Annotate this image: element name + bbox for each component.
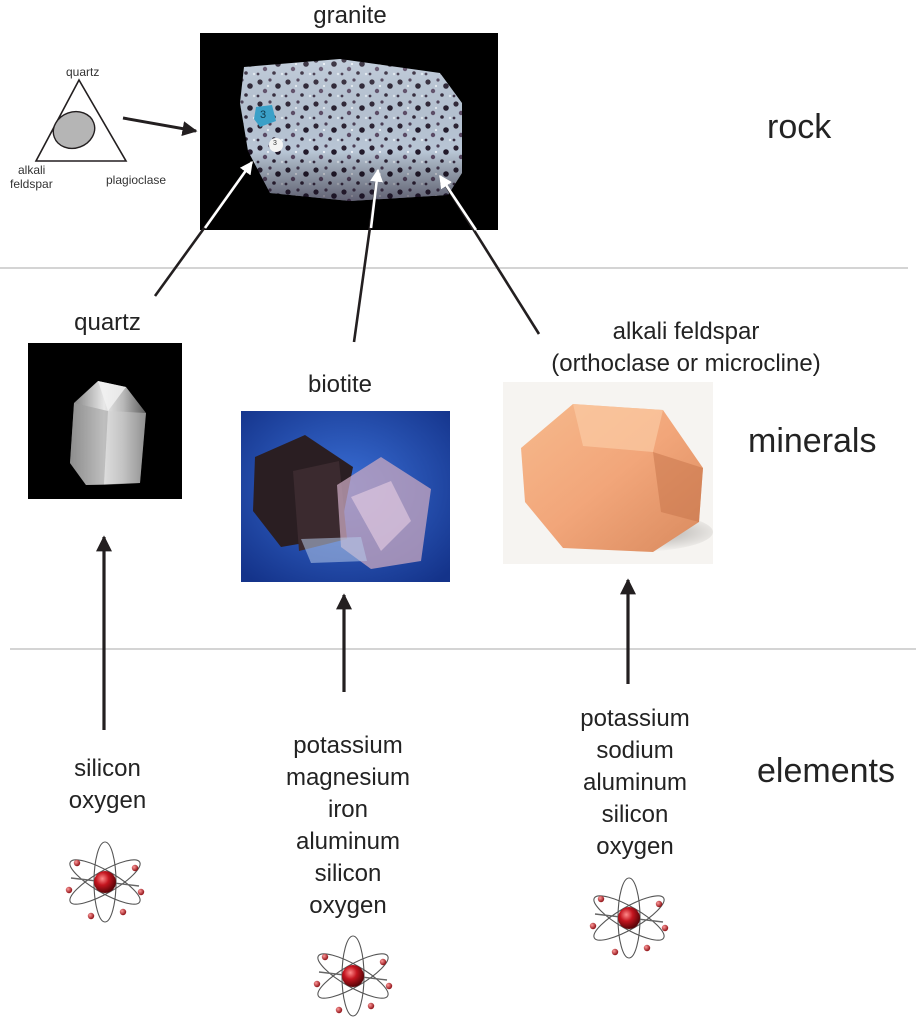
element-item: silicon [74,755,141,782]
ternary-label-alkali: alkali [18,163,46,177]
element-item: aluminum [582,769,688,796]
element-item: silicon [601,801,669,828]
arrow-ternary-to-granite [122,116,198,137]
tier-label-minerals: minerals [748,422,877,460]
quartz-label: quartz [74,309,141,336]
granite-photo: 3 3 [200,33,498,230]
tier-label-rock: rock [767,108,832,146]
element-item: oxygen [68,787,147,814]
element-item: aluminum [295,828,401,855]
biotite-label: biotite [307,371,373,398]
element-item: magnesium [285,764,411,791]
element-item: silicon [314,860,382,887]
element-item: oxygen [309,892,387,919]
elements-list-quartz: silicon oxygen [40,753,175,817]
feldspar-photo [503,382,713,564]
divider-rock-minerals [0,267,908,269]
element-item: potassium [293,732,403,759]
feldspar-label-line2: (orthoclase or microcline) [551,350,821,377]
granite-title: granite [313,2,387,29]
atom-icon [64,841,146,923]
tier-label-elements: elements [757,752,895,790]
sample-tag-blue: 3 [260,109,267,121]
element-item: potassium [580,705,690,732]
sample-tag-white: 3 [273,140,277,147]
elements-list-feldspar: potassium sodium aluminum silicon oxygen [540,703,730,863]
element-item: sodium [596,737,674,764]
ternary-label-plagioclase: plagioclase [106,173,167,187]
ternary-label-feldspar: feldspar [10,177,53,191]
elements-list-biotite: potassium magnesium iron aluminum silico… [253,730,443,922]
ternary-diagram [34,78,128,162]
atom-icon [588,877,670,959]
atom-icon [312,935,394,1017]
divider-minerals-elements [10,648,916,650]
feldspar-label-line1: alkali feldspar [612,318,760,345]
element-item: iron [327,796,369,823]
biotite-photo [241,411,450,582]
ternary-label-quartz: quartz [66,65,100,79]
quartz-photo [28,343,182,499]
element-item: oxygen [596,833,674,860]
